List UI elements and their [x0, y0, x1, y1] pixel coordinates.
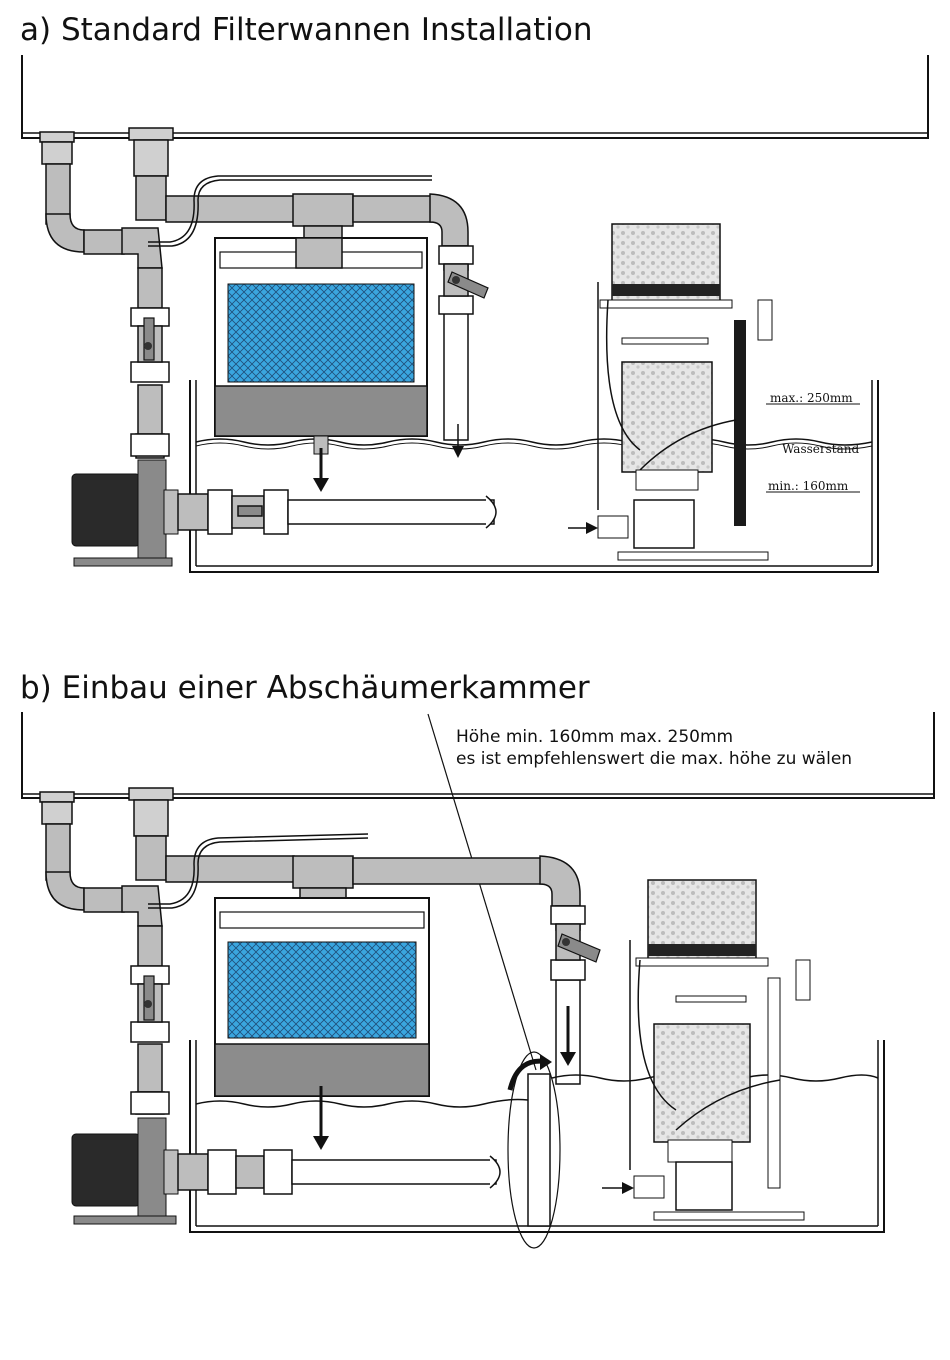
ball-valve-right-a	[444, 264, 488, 298]
protein-skimmer-a	[568, 224, 772, 560]
return-pump-b	[72, 1118, 178, 1224]
section-b-title: b) Einbau einer Abschäumerkammer	[20, 670, 590, 706]
water-line-a	[196, 439, 872, 445]
skimmer-chamber-wall	[508, 1052, 560, 1248]
min-level-label: min.: 160mm	[768, 479, 849, 493]
return-bulkhead-b	[129, 788, 173, 836]
drain-bulkhead-b	[40, 792, 74, 824]
section-a-title: a) Standard Filterwannen Installation	[20, 12, 593, 48]
ball-valve-right-b	[556, 924, 600, 962]
drain-bulkhead-a	[40, 132, 74, 164]
filter-box-a	[215, 238, 427, 436]
protein-skimmer-b	[602, 880, 810, 1220]
return-pump-a	[72, 460, 178, 566]
height-note-line-2: es ist empfehlenswert die max. höhe zu w…	[456, 749, 852, 769]
aquarium-a	[22, 55, 928, 138]
filter-box-b	[215, 898, 429, 1096]
flow-arrow-down-a	[313, 436, 329, 492]
section-b: b) Einbau einer Abschäumerkammer Höhe mi…	[20, 670, 934, 1248]
section-a: a) Standard Filterwannen Installation	[20, 12, 928, 572]
pump-inlet-pipe-a	[178, 490, 496, 534]
return-bulkhead-a	[129, 128, 173, 176]
max-level-label: max.: 250mm	[770, 391, 853, 405]
water-level-label: Wasserstand	[782, 442, 859, 456]
height-note-line-1: Höhe min. 160mm max. 250mm	[456, 727, 733, 747]
pump-inlet-pipe-b	[178, 1150, 500, 1194]
